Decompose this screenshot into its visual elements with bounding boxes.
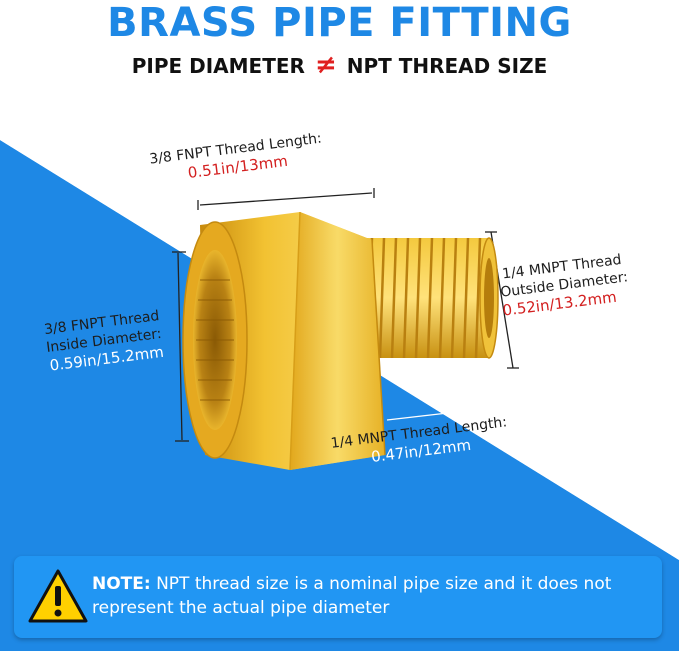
hex-body bbox=[182, 211, 386, 471]
page-subtitle: PIPE DIAMETER ≠ NPT THREAD SIZE bbox=[0, 50, 679, 80]
subtitle-left: PIPE DIAMETER bbox=[131, 54, 305, 78]
warning-triangle-icon bbox=[28, 569, 88, 623]
subtitle-right: NPT THREAD SIZE bbox=[346, 54, 548, 78]
not-equal-symbol: ≠ bbox=[314, 50, 337, 80]
note-text: NOTE: NPT thread size is a nominal pipe … bbox=[92, 572, 658, 620]
note-body: NPT thread size is a nominal pipe size a… bbox=[92, 574, 612, 618]
male-thread bbox=[365, 237, 499, 359]
note-box: NOTE: NPT thread size is a nominal pipe … bbox=[14, 556, 662, 638]
dimension-line-white bbox=[386, 406, 501, 421]
note-prefix: NOTE: bbox=[92, 574, 151, 594]
page-title: BRASS PIPE FITTING bbox=[107, 0, 572, 46]
